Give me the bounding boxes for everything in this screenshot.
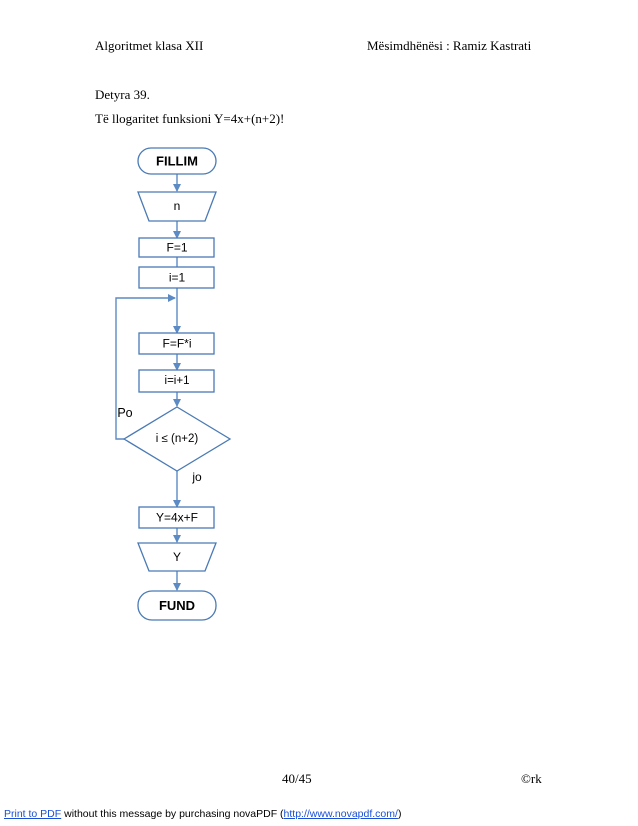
input-trapezoid: [137, 191, 217, 222]
compute-label: Y=4x+F: [156, 511, 198, 525]
copyright: ©rk: [521, 771, 542, 786]
start-label: FILLIM: [156, 154, 198, 169]
task-title: Detyra 39.: [95, 87, 150, 102]
output-label: Y: [173, 550, 181, 564]
novapdf-url-link[interactable]: http://www.novapdf.com/: [283, 808, 398, 820]
task-statement: Të llogaritet funksioni Y=4x+(n+2)!: [95, 111, 285, 126]
connector-loop-back: [115, 294, 176, 440]
header-left: Algoritmet klasa XII: [95, 38, 204, 53]
yes-branch-label: Po: [117, 406, 132, 420]
end-terminal: [137, 590, 217, 621]
footer-middle-text: without this message by purchasing novaP…: [61, 808, 284, 820]
multiply-label: F=F*i: [162, 337, 191, 351]
init-i-box: [138, 266, 215, 289]
condition-diamond: [122, 406, 232, 472]
output-trapezoid: [137, 542, 217, 572]
end-label: FUND: [159, 598, 195, 613]
compute-box: [138, 506, 215, 529]
footer-banner: Print to PDF without this message by pur…: [4, 808, 401, 820]
multiply-box: [138, 332, 215, 355]
page-number: 40/45: [282, 771, 312, 786]
init-f-box: [138, 237, 215, 258]
start-terminal: [137, 147, 217, 175]
flowchart: FILLIM n F=1 i=1 F=F*i i=i+1 i ≤ (n+2) Y…: [115, 147, 232, 621]
print-to-pdf-link[interactable]: Print to PDF: [4, 808, 62, 820]
header-right: Mësimdhënësi : Ramiz Kastrati: [367, 38, 532, 53]
increment-box: [138, 369, 215, 393]
increment-label: i=i+1: [165, 375, 190, 387]
init-f-label: F=1: [166, 241, 187, 255]
footer-end-text: ): [397, 808, 402, 820]
input-label: n: [174, 199, 181, 213]
no-branch-label: jo: [191, 470, 202, 484]
condition-label: i ≤ (n+2): [156, 433, 199, 445]
init-i-label: i=1: [169, 271, 186, 285]
